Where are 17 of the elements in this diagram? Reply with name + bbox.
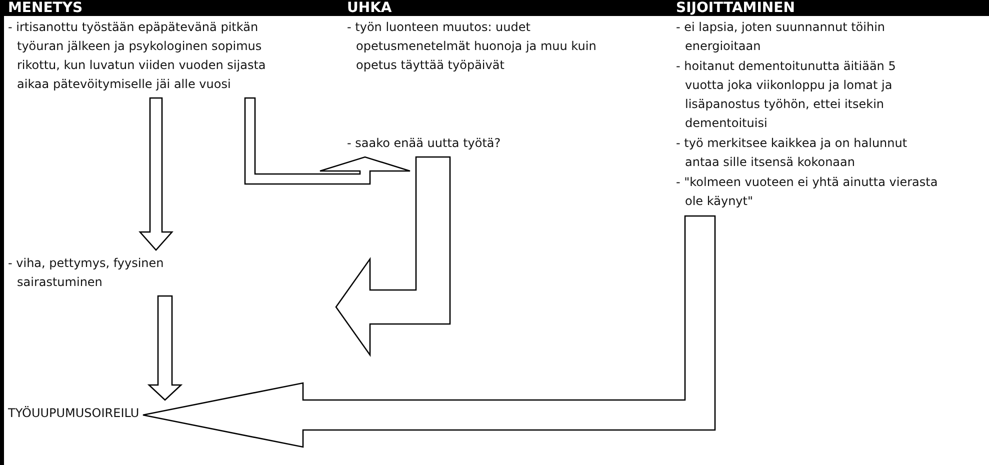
block-arrow — [147, 295, 183, 401]
block-arrow — [138, 97, 174, 251]
list-item: - ei lapsia, joten suunnannut töihin energioitaan — [676, 19, 886, 55]
list-item: TYÖUUPUMUSOIREILU — [8, 404, 140, 423]
list-item: - saako enää uutta työtä? — [347, 134, 501, 153]
list-item: - hoitanut dementoitunutta äitiään 5 vuotta joka viikonloppu ja lomat ja lisäpanostus työhön, ettei itsekin dementoituisi — [676, 58, 897, 132]
block-arrow — [335, 156, 451, 358]
list-item: - työ merkitsee kaikkea ja on halunnut antaa sille itsensä kokonaan — [676, 135, 908, 171]
list-item: - "kolmeen vuoteen ei yhtä ainutta vierasta ole käynyt" — [676, 174, 938, 210]
list-item: - irtisanottu työstään epäpätevänä pitkän työuran jälkeen ja psykologinen sopimus rikottu, kun luvatun viiden vuoden sijasta aikaa pätevöitymiselle jäi alle vuosi — [8, 18, 282, 94]
column-heading: MENETYS — [8, 0, 83, 16]
column-heading: SIJOITTAMINEN — [676, 0, 795, 16]
column-heading: UHKA — [347, 0, 392, 16]
block-arrow — [142, 215, 716, 448]
block-arrow — [244, 97, 411, 185]
list-item: - viha, pettymys, fyysinen sairastuminen — [8, 254, 217, 292]
list-item: - työn luonteen muutos: uudet opetusmenetelmät huonoja ja muu kuin opetus täyttää työpäivät — [347, 18, 614, 75]
